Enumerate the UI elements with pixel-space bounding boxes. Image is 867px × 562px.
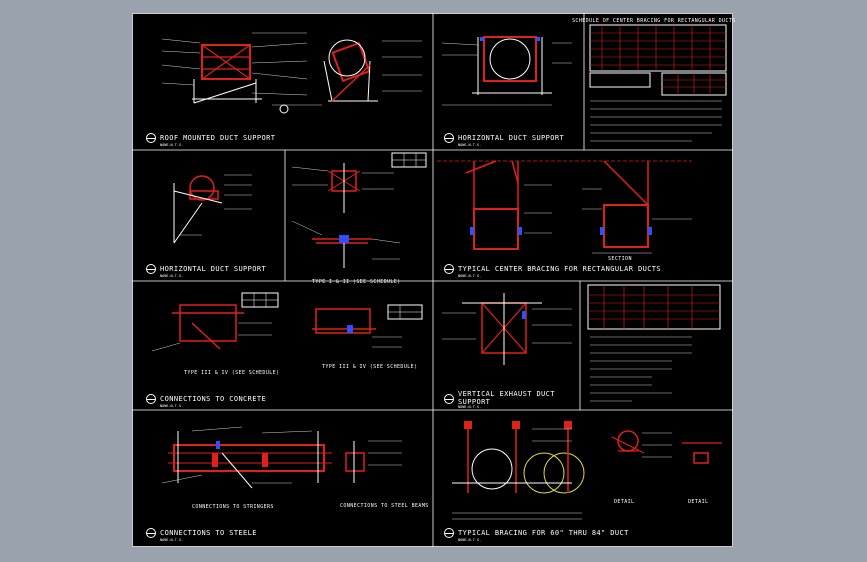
schedule-table <box>589 24 727 142</box>
detail-bubble <box>444 264 454 274</box>
panel-title-horizontal-2: HORIZONTAL DUCT SUPPORT <box>160 265 267 273</box>
panel-scale: NONE-N.T.S. <box>160 274 184 278</box>
subtitle-stringers: CONNECTIONS TO STRINGERS <box>192 504 274 510</box>
panel-title-bracing-60: TYPICAL BRACING FOR 60" THRU 84" DUCT <box>458 529 629 537</box>
panel-scale: NONE-N.T.S. <box>458 143 482 147</box>
panel-scale: NONE-N.T.S. <box>458 405 482 409</box>
panel-scale: NONE-N.T.S. <box>160 143 184 147</box>
detail-bubble <box>146 528 156 538</box>
steel-connection-detail <box>161 426 402 489</box>
subtitle-steel-beams: CONNECTIONS TO STEEL BEAMS <box>340 503 429 509</box>
panel-title-center-bracing: TYPICAL CENTER BRACING FOR RECTANGULAR D… <box>458 265 662 273</box>
detail-bubble <box>444 133 454 143</box>
panel-title-horizontal: HORIZONTAL DUCT SUPPORT <box>458 134 565 142</box>
subtitle-section: SECTION <box>608 256 632 262</box>
schedule-title: SCHEDULE OF CENTER BRACING FOR RECTANGUL… <box>572 18 736 24</box>
detail-bubble <box>444 394 454 404</box>
panel-scale: NONE-N.T.S. <box>160 404 184 408</box>
horizontal-bracket-detail <box>173 174 252 244</box>
concrete-detail <box>151 292 423 352</box>
detail-bubble <box>146 394 156 404</box>
panel-title-vertical: VERTICAL EXHAUST DUCT SUPPORT <box>458 390 555 406</box>
vertical-exhaust-detail <box>442 293 572 365</box>
panel-title-steel: CONNECTIONS TO STEELE <box>160 529 257 537</box>
panel-scale: NONE-N.T.S. <box>458 274 482 278</box>
roof-mounted-detail <box>161 32 422 114</box>
horizontal-top-detail <box>441 36 572 106</box>
cad-linework <box>132 13 733 547</box>
center-bracing-detail <box>437 160 692 254</box>
subtitle-detail-1: DETAIL <box>614 499 635 505</box>
detail-bubble <box>146 264 156 274</box>
subtitle-type-5: TYPE III & IV (SEE SCHEDULE) <box>322 364 418 370</box>
subtitle-detail-2: DETAIL <box>688 499 709 505</box>
drawing-sheet: ROOF MOUNTED DUCT SUPPORT NONE-N.T.S. HO… <box>132 13 736 547</box>
panel-title-concrete: CONNECTIONS TO CONCRETE <box>160 395 267 403</box>
detail-bubble <box>444 528 454 538</box>
detail-bubble <box>146 133 156 143</box>
panel-title-roof: ROOF MOUNTED DUCT SUPPORT <box>160 134 276 142</box>
panel-scale: NONE-N.T.S. <box>458 538 482 542</box>
type-1-2-detail <box>291 152 427 268</box>
panel-scale: NONE-N.T.S. <box>160 538 184 542</box>
subtitle-type-3: TYPE III & IV (SEE SCHEDULE) <box>184 370 280 376</box>
bracing-60-84-detail <box>452 421 722 520</box>
notes-table <box>587 284 721 402</box>
subtitle-type-1-2: TYPE I & II (SEE SCHEDULE) <box>312 279 401 285</box>
